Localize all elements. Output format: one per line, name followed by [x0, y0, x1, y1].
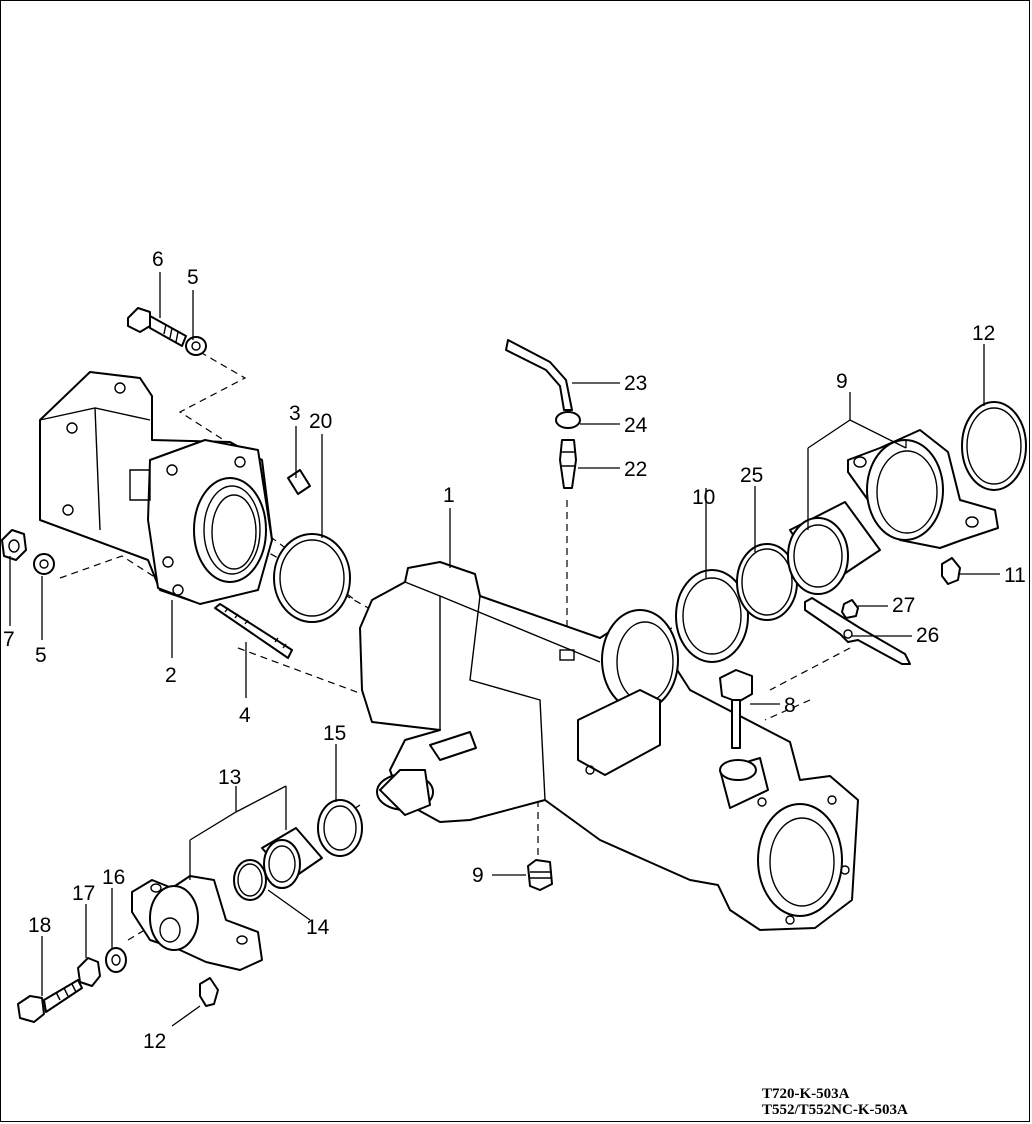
- callout-2: 2: [165, 664, 177, 687]
- callout-5-left: 5: [35, 644, 47, 667]
- callout-25: 25: [740, 464, 763, 487]
- part-20-o-ring: [273, 533, 351, 623]
- callout-22: 22: [624, 458, 647, 481]
- part-13-o-ring: [961, 401, 1027, 491]
- callout-13: 12: [972, 322, 995, 345]
- part-7-bolt: [127, 307, 187, 347]
- callout-10: 9: [836, 370, 848, 393]
- part-11-seal: [675, 569, 749, 663]
- callout-labels: 6 5 3 20 1 2 4 7 5 23 24 22 10 25 9 12 1…: [3, 248, 1026, 1053]
- part-27-bolt: [841, 599, 859, 619]
- callout-19: 18: [28, 914, 51, 937]
- part-5-washer-top: [185, 336, 207, 356]
- part-10-bushing: [787, 501, 881, 595]
- part-6-nut: [1, 529, 27, 561]
- part-25-o-ring: [736, 543, 798, 621]
- callout-27: 27: [892, 594, 915, 617]
- callout-18: 17: [72, 882, 95, 905]
- part-12-grease-nipple-right: [941, 557, 961, 585]
- callout-20: 20: [309, 410, 332, 433]
- callout-17: 16: [102, 866, 125, 889]
- drawing-code-secondary: T552/T552NC-K-503A: [762, 1102, 908, 1118]
- callout-15: 14: [306, 916, 330, 939]
- part-22-breather: [559, 439, 577, 489]
- part-16-seal: [317, 799, 363, 857]
- part-14-support: [131, 875, 263, 971]
- callout-5-top: 5: [187, 266, 199, 289]
- part-12-grease-nipple-left: [199, 977, 219, 1007]
- drawing-code-primary: T720-K-503A: [762, 1086, 850, 1102]
- part-9-drain-plug: [527, 859, 553, 891]
- callout-12-left: 12: [143, 1030, 166, 1053]
- part-3-pin: [287, 469, 311, 495]
- callout-7: 6: [152, 248, 164, 271]
- part-5-washer-left: [33, 553, 55, 575]
- part-2-flange-housing: [39, 371, 273, 605]
- callout-16: 15: [323, 722, 346, 745]
- callout-14: 13: [218, 766, 241, 789]
- part-26-lock-plate: [804, 597, 911, 665]
- callout-3: 3: [289, 402, 301, 425]
- part-10-support: [847, 429, 999, 549]
- part-4-stud: [214, 603, 293, 659]
- callout-4: 4: [239, 704, 251, 727]
- part-1-axle-body: [359, 561, 859, 931]
- leader-lines: [9, 272, 1000, 1027]
- part-8-plug: [719, 669, 753, 749]
- part-17-washer: [105, 947, 127, 973]
- part-24-clamp: [555, 411, 581, 429]
- callout-9: 9: [472, 864, 484, 887]
- part-19-bolt: [17, 979, 83, 1023]
- callout-1: 1: [443, 484, 455, 507]
- callout-24: 24: [624, 414, 648, 437]
- part-14-bushing: [261, 827, 323, 889]
- callout-23: 23: [624, 372, 647, 395]
- part-15-o-ring: [233, 859, 267, 901]
- callout-6: 7: [3, 628, 15, 651]
- callout-8: 8: [784, 694, 796, 717]
- callout-12-right: 11: [1004, 564, 1026, 587]
- part-23-hose: [505, 339, 573, 411]
- callout-26: 26: [916, 624, 939, 647]
- callout-11: 10: [692, 486, 715, 509]
- part-18-nut: [77, 957, 101, 987]
